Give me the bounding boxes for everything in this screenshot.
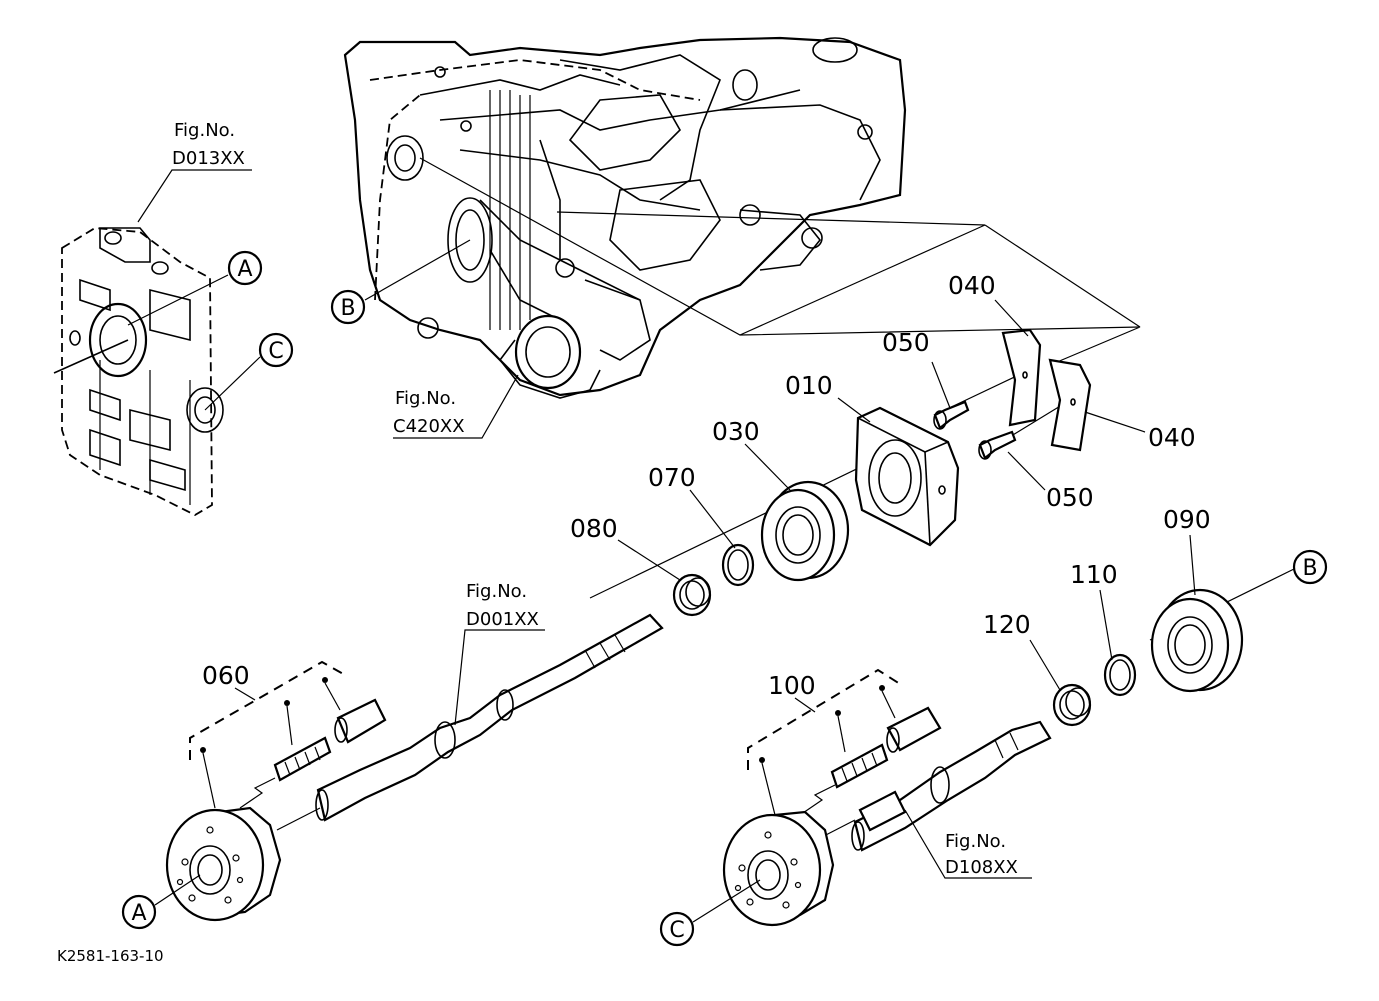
part-label-030: 030 xyxy=(712,417,760,446)
part-label-080: 080 xyxy=(570,514,618,543)
fig-prefix-d013xx: Fig.No. xyxy=(174,120,235,141)
part-label-100: 100 xyxy=(768,671,816,700)
fig-ref-d001xx: Fig.No. D001XX xyxy=(454,581,545,726)
part-label-010: 010 xyxy=(785,371,833,400)
left-shaft xyxy=(315,613,664,822)
part-label-050-lower: 050 xyxy=(1046,483,1094,512)
part-070-snap-ring xyxy=(721,543,755,587)
transmission-case-drawing xyxy=(343,36,907,399)
part-120-spring xyxy=(1052,683,1092,727)
part-label-110: 110 xyxy=(1070,560,1118,589)
callout-b-upper: B xyxy=(330,239,471,325)
right-shaft xyxy=(851,720,1052,852)
valve-body-drawing xyxy=(53,227,224,517)
part-110-snap-ring xyxy=(1103,653,1137,697)
callout-letter-b-upper: B xyxy=(340,296,355,321)
part-label-090: 090 xyxy=(1163,505,1211,534)
callout-b-lower: B xyxy=(1292,549,1328,585)
fig-prefix-d108xx: Fig.No. xyxy=(945,831,1006,852)
fig-prefix-d001xx: Fig.No. xyxy=(466,581,527,602)
callout-letter-c-upper: C xyxy=(268,339,283,364)
fig-ref-c420xx: Fig.No. C420XX xyxy=(393,374,519,439)
fig-number-d013xx: D013XX xyxy=(172,148,245,169)
part-040-shims xyxy=(1001,328,1092,452)
leader-lines xyxy=(234,299,1196,713)
fig-ref-d108xx: Fig.No. D108XX xyxy=(904,809,1032,879)
fig-number-c420xx: C420XX xyxy=(393,416,465,437)
callout-c-lower: C xyxy=(659,879,761,947)
part-090-bearing xyxy=(1150,588,1244,693)
part-label-040-lower: 040 xyxy=(1148,423,1196,452)
fig-number-d001xx: D001XX xyxy=(466,609,539,630)
callout-a-upper: A xyxy=(127,250,263,326)
callout-letter-a-upper: A xyxy=(237,257,252,282)
fig-ref-d013xx: Fig.No. D013XX xyxy=(137,120,252,223)
part-label-040-upper: 040 xyxy=(948,271,996,300)
fig-prefix-c420xx: Fig.No. xyxy=(395,388,456,409)
part-label-070: 070 xyxy=(648,463,696,492)
callout-letter-b-lower: B xyxy=(1302,556,1317,581)
callout-letter-c-lower: C xyxy=(669,918,684,943)
fig-number-d108xx: D108XX xyxy=(945,857,1018,878)
part-label-060: 060 xyxy=(202,661,250,690)
part-label-050-upper: 050 xyxy=(882,328,930,357)
part-030-bearing xyxy=(760,480,850,582)
part-060-set xyxy=(189,660,387,809)
pump-c xyxy=(722,810,835,927)
callout-a-lower: A xyxy=(121,874,201,930)
pump-a xyxy=(165,806,282,922)
part-050-screws xyxy=(933,400,1017,460)
part-label-120: 120 xyxy=(983,610,1031,639)
part-010-block xyxy=(854,406,960,547)
part-080-spring xyxy=(672,573,712,617)
part-100-set xyxy=(747,668,942,832)
callout-letter-a-lower: A xyxy=(131,901,146,926)
document-id: K2581-163-10 xyxy=(57,947,164,965)
callout-c-upper: C xyxy=(204,332,294,411)
